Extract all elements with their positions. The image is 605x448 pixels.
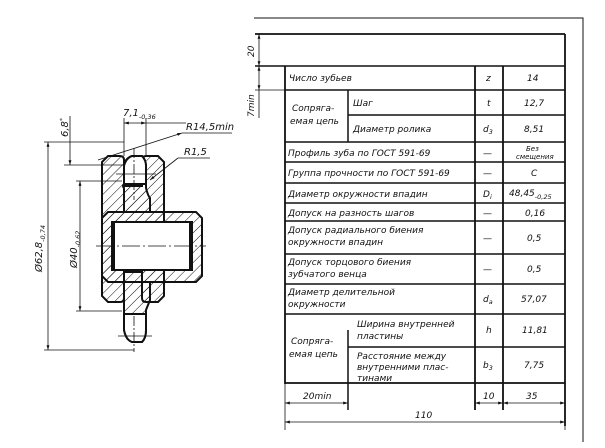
dim-value-col-width: 35 <box>526 392 538 402</box>
table-row: Диаметр делительной окружности da 57,07 <box>287 288 547 310</box>
row-label: Допуск на разность шагов <box>287 209 414 219</box>
row-value: 0,5 <box>527 265 542 275</box>
dim-symbol-col-width: 10 <box>483 392 495 402</box>
sheet-frame <box>254 17 584 442</box>
row-symbol: b3 <box>483 361 493 372</box>
row-label: Диаметр окружности впадин <box>287 190 428 200</box>
row-value: 11,81 <box>522 326 548 336</box>
table-row: Профиль зуба по ГОСТ 591-69 — Без смещен… <box>288 145 554 161</box>
dim-hub-diameter: Ø40-0,62 <box>68 231 82 269</box>
table-row: Допуск радиального биения окружности впа… <box>287 226 542 248</box>
parameter-table <box>254 17 584 442</box>
table-row: Диаметр ролика d3 8,51 <box>352 125 544 136</box>
row-symbol: da <box>483 295 493 306</box>
row-symbol: — <box>483 149 492 159</box>
row-label-line2: окружности впадин <box>288 238 383 248</box>
row-label-line1: Ширина внутренней <box>357 320 455 330</box>
row-symbol: Di <box>483 190 492 201</box>
dim-outer-diameter: Ø62,8-0,74 <box>33 225 47 273</box>
row-label-line3: тинами <box>357 374 392 384</box>
row-label: Профиль зуба по ГОСТ 591-69 <box>288 149 431 159</box>
row-value: 48,45-0,25 <box>509 189 552 201</box>
group-label-line1: Сопряга- <box>292 104 334 114</box>
sprocket-section-view <box>44 116 232 352</box>
table-row: Расстояние между внутренними плас- тинам… <box>357 352 544 384</box>
table-row: Допуск на разность шагов — 0,16 <box>287 209 545 219</box>
row-label-line2: внутренними плас- <box>357 363 448 373</box>
dim-total-width: 110 <box>415 411 432 421</box>
row-value: C <box>531 169 538 179</box>
row-value: 14 <box>527 74 539 84</box>
row-label-line2: зубчатого венца <box>288 270 367 280</box>
row-label: Число зубьев <box>289 74 352 84</box>
table-row: Допуск торцового биения зубчатого венца … <box>287 258 542 280</box>
dim-first-col-width: 20min <box>303 392 332 402</box>
row-symbol: — <box>483 169 492 179</box>
row-symbol: — <box>483 265 492 275</box>
row-value: 7,75 <box>524 361 544 371</box>
group-label-line2: емая цепь <box>289 350 338 360</box>
row-label-line1: Диаметр делительной <box>287 288 395 298</box>
row-symbol: d3 <box>483 125 493 136</box>
dim-radius-large: R14,5min <box>186 122 234 133</box>
row-symbol: z <box>485 74 491 84</box>
row-label: Группа прочности по ГОСТ 591-69 <box>288 169 450 179</box>
dim-header-height: 20 <box>247 45 257 57</box>
row-value-line1: Без <box>526 145 539 153</box>
dim-radius-small: R1,5 <box>184 147 207 158</box>
row-value: 8,51 <box>524 125 544 135</box>
row-label: Шаг <box>353 99 373 109</box>
row-value: 0,16 <box>525 209 545 219</box>
row-label-line2: окружности <box>288 300 346 310</box>
table-row: Ширина внутренней пластины h 11,81 <box>357 320 548 342</box>
row-label-line1: Допуск торцового биения <box>287 258 412 268</box>
dim-row-height: 7min <box>247 94 257 117</box>
row-value: 0,5 <box>527 234 542 244</box>
row-label-line2: пластины <box>357 332 403 342</box>
table-row: Диаметр окружности впадин Di 48,45-0,25 <box>287 189 552 201</box>
row-symbol: h <box>486 326 492 336</box>
table-row: Число зубьев z 14 <box>289 74 539 84</box>
dim-tooth-width: 7,1-0,36 <box>123 108 156 121</box>
row-label: Диаметр ролика <box>352 125 431 135</box>
row-symbol: — <box>483 209 492 219</box>
row-symbol: t <box>487 99 491 109</box>
row-value-line2: смещения <box>516 153 554 161</box>
dim-tooth-height: 6,8* <box>58 117 71 137</box>
table-row: Шаг t 12,7 <box>353 99 544 109</box>
row-label-line1: Расстояние между <box>357 352 447 362</box>
table-cells: Число зубьев z 14 Сопряга- емая цепь Шаг… <box>287 74 554 384</box>
table-row: Группа прочности по ГОСТ 591-69 — C <box>288 169 538 179</box>
gear-dimension-labels: 7,1-0,36 R14,5min R1,5 6,8* Ø62,8-0,74 Ø… <box>33 108 234 273</box>
table-dimension-labels: 20 7min 20min 10 35 110 <box>247 45 538 421</box>
row-value: 12,7 <box>524 99 544 109</box>
row-value: 57,07 <box>521 295 547 305</box>
group-label-line2: емая цепь <box>290 117 339 127</box>
group-label-line1: Сопряга- <box>291 337 333 347</box>
row-symbol: — <box>483 234 492 244</box>
row-label-line1: Допуск радиального биения <box>287 226 424 236</box>
